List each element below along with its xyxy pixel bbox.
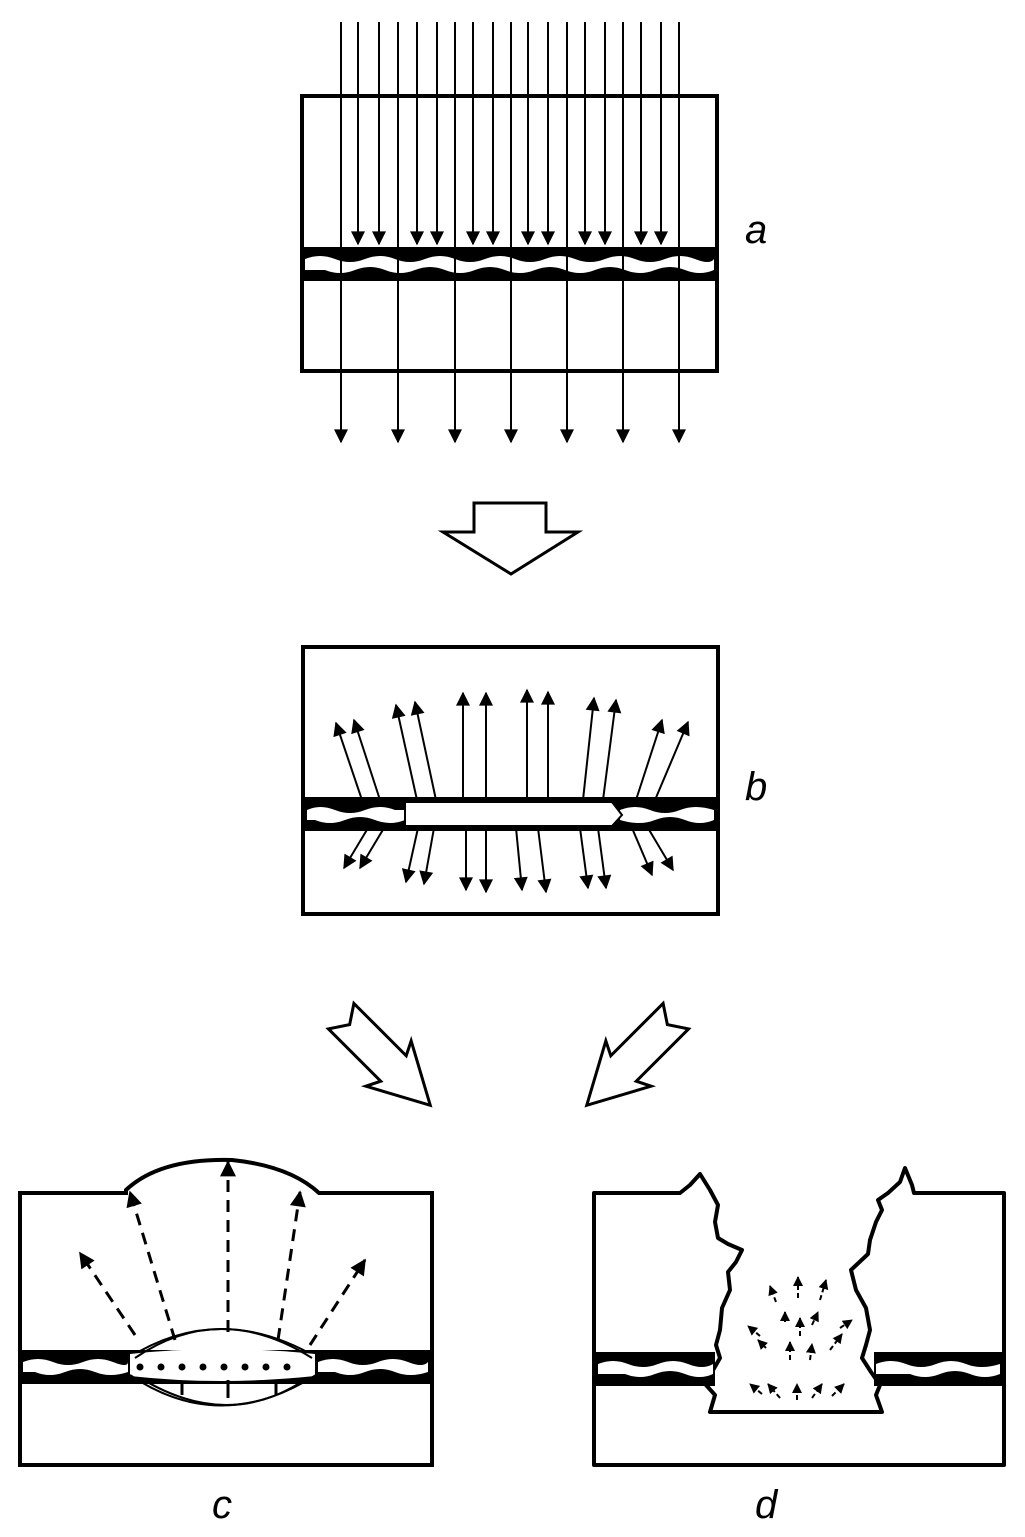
panel-c-label: c (212, 1483, 232, 1527)
transition-arrow-right (584, 1000, 692, 1108)
panel-a-frame (300, 94, 719, 373)
panel-c: c (18, 1157, 434, 1527)
panel-c-layer-dots (136, 1363, 291, 1371)
panel-a: a (300, 22, 767, 444)
fragment-arrow (818, 1279, 829, 1301)
fragment-arrow (747, 1325, 761, 1337)
panel-b-layer-core-left (307, 807, 405, 823)
panel-b-layer-core-right (620, 807, 714, 823)
panel-b-label: b (745, 765, 767, 809)
fragment-arrow (757, 1339, 768, 1350)
fragment-arrow (831, 1383, 845, 1397)
panel-a-incident-arrows (334, 22, 686, 444)
up-arrow (391, 703, 418, 801)
up-arrow (582, 696, 600, 801)
fragment-arrow (839, 1319, 853, 1330)
fragment-arrow (809, 1311, 819, 1326)
up-arrow (635, 718, 665, 801)
fragment-arrow (749, 1383, 763, 1395)
up-arrow (654, 720, 690, 801)
panel-d-frame-crater (592, 1166, 1006, 1467)
layer-dot (241, 1363, 249, 1371)
layer-dot (157, 1363, 165, 1371)
panel-b-frame (301, 645, 720, 916)
fragment-arrow (811, 1383, 823, 1399)
panel-a-layer-core (305, 256, 714, 273)
down-arrow (419, 827, 435, 886)
dashed-arrow (126, 1190, 177, 1341)
layer-dot (199, 1363, 207, 1371)
down-arrow (579, 827, 594, 890)
layer-dot (136, 1363, 144, 1371)
panel-c-frame-bulge (18, 1157, 434, 1467)
transition-arrow-left (325, 1000, 433, 1108)
dashed-arrow (78, 1251, 137, 1336)
down-arrow (359, 827, 385, 870)
panel-b-emission-arrows (333, 688, 690, 894)
transition-arrow-down (437, 501, 584, 576)
down-arrow (647, 827, 674, 872)
fragment-arrow (805, 1343, 816, 1361)
up-arrow (410, 700, 437, 801)
down-arrow (401, 827, 419, 884)
up-arrow (351, 718, 381, 801)
panel-b-opened-gap (404, 801, 624, 827)
down-arrow (631, 827, 654, 877)
layer-dot (262, 1363, 270, 1371)
panel-d: d (592, 1166, 1006, 1527)
panel-a-label: a (745, 208, 767, 252)
fragment-arrow (768, 1285, 778, 1303)
panel-c-dashed-arrows (78, 1160, 367, 1398)
layer-dot (178, 1363, 186, 1371)
down-arrow (597, 827, 612, 890)
layer-dot (220, 1363, 228, 1371)
down-arrow (513, 827, 528, 892)
down-arrow (343, 827, 369, 870)
up-arrow (333, 721, 363, 801)
dashed-arrow (276, 1190, 306, 1341)
fragment-arrow (829, 1333, 843, 1351)
dashed-arrow (308, 1258, 367, 1346)
panel-b: b (301, 645, 767, 916)
fragment-arrow (767, 1383, 781, 1399)
up-arrow (602, 698, 622, 801)
panel-d-label: d (755, 1483, 779, 1527)
layer-dot (283, 1363, 291, 1371)
down-arrow (537, 827, 552, 894)
panel-d-fragment-arrows (747, 1276, 853, 1400)
